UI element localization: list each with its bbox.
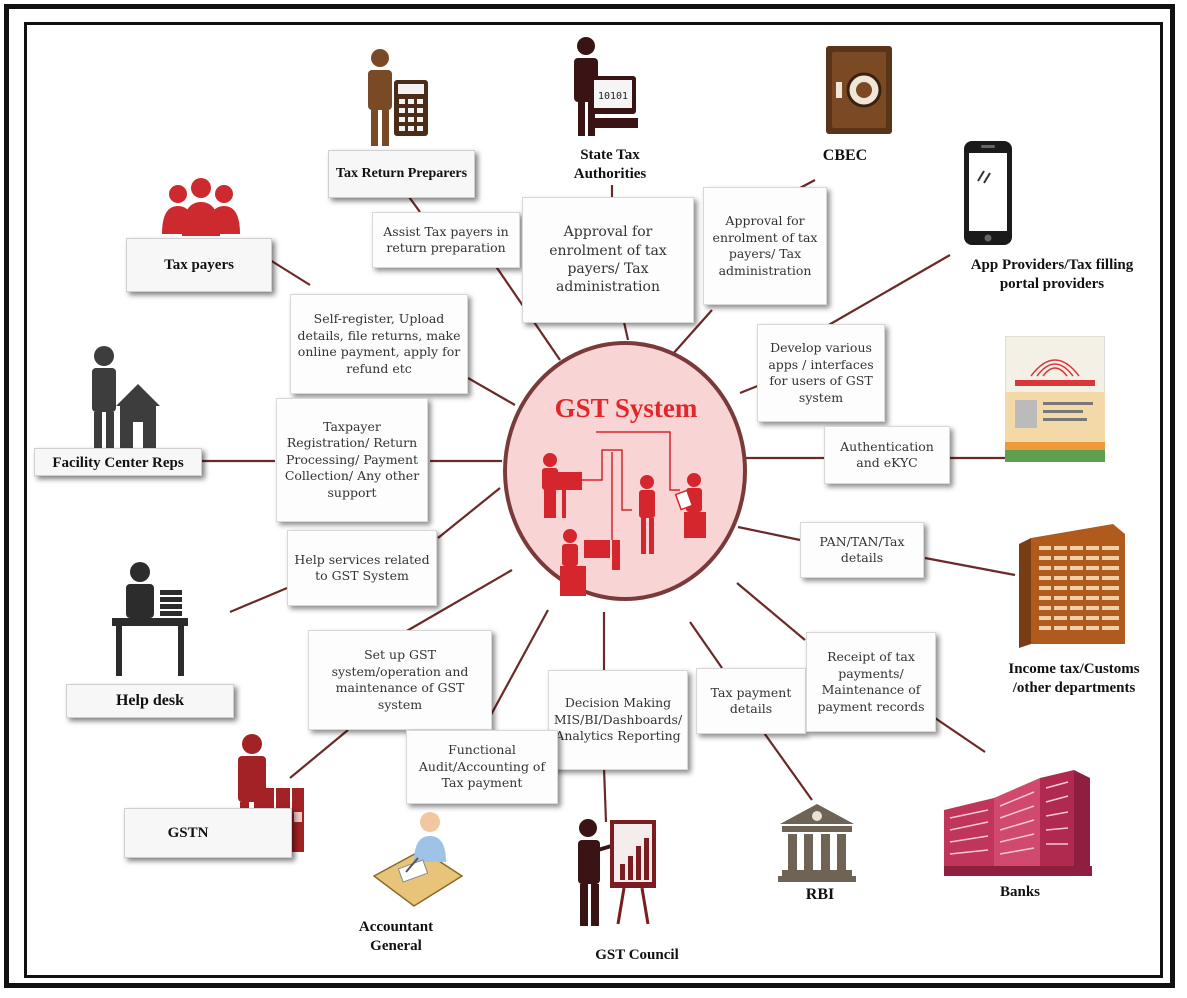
computer-person-icon: 10101 [574,37,638,136]
stakeholder-state-tax-authorities: State Tax Authorities [573,147,647,182]
stakeholder-tax-return-preparers: Tax Return Preparers [328,150,475,198]
flow-receipt-of-tax: Receipt of tax payments/ Maintenance of … [806,632,936,732]
presenter-chart-icon [578,819,656,926]
center-title: GST System [554,393,698,423]
stakeholder-tax-payers: Tax payers [126,238,272,292]
calculator-person-icon [368,49,428,146]
stakeholder-cbec: CBEC [822,147,868,164]
stakeholder-banks: Banks [999,884,1041,900]
flow-develop-apps: Develop various apps / interfaces for us… [757,324,885,422]
inner-frame [24,22,1163,978]
flow-taxpayer-registration: Taxpayer Registration/ Return Processing… [276,398,428,522]
aadhaar-card-icon [1005,336,1105,462]
person-house-icon [92,346,160,448]
stakeholder-gst-council: GST Council [595,947,679,963]
stakeholder-help-desk: Help desk [66,684,234,718]
flow-approval-state: Approval for enrolment of tax payers/ Ta… [522,197,694,323]
flow-help-services: Help services related to GST System [287,530,437,606]
accountant-icon [372,812,464,907]
stakeholder-facility-center-reps: Facility Center Reps [34,448,202,476]
flow-authentication: Authentication and eKYC [824,426,950,484]
help-desk-person-icon [112,562,188,676]
stakeholder-income-tax: Income tax/Customs /other departments [1008,661,1140,696]
flow-decision-making: Decision Making MIS/BI/Dashboards/ Analy… [548,670,688,770]
flow-tax-payment-details: Tax payment details [696,668,806,734]
flow-self-register: Self-register, Upload details, file retu… [290,294,468,394]
stakeholder-gstn: GSTN [124,808,292,858]
office-building-icon [1019,524,1125,648]
flow-functional-audit: Functional Audit/Accounting of Tax payme… [406,730,558,804]
flow-setup-gst: Set up GST system/operation and maintena… [308,630,492,730]
safe-icon [826,46,892,134]
bank-pillars-icon [778,804,856,882]
group-icon [162,178,240,236]
stakeholder-accountant-general: Accountant General [358,919,434,954]
flow-pan-tan: PAN/TAN/Tax details [800,522,924,578]
stakeholder-rbi: RBI [805,886,835,903]
svg-text:10101: 10101 [598,91,628,102]
flow-approval-cbec: Approval for enrolment of tax payers/ Ta… [703,187,827,305]
gst-system-hub [503,341,747,601]
outer-frame [4,4,1175,988]
flow-assist-tax-payers: Assist Tax payers in return preparation [372,212,520,268]
stakeholder-app-providers: App Providers/Tax filling portal provide… [970,257,1134,292]
smartphone-icon [964,141,1012,245]
bank-building-icon [944,770,1092,876]
